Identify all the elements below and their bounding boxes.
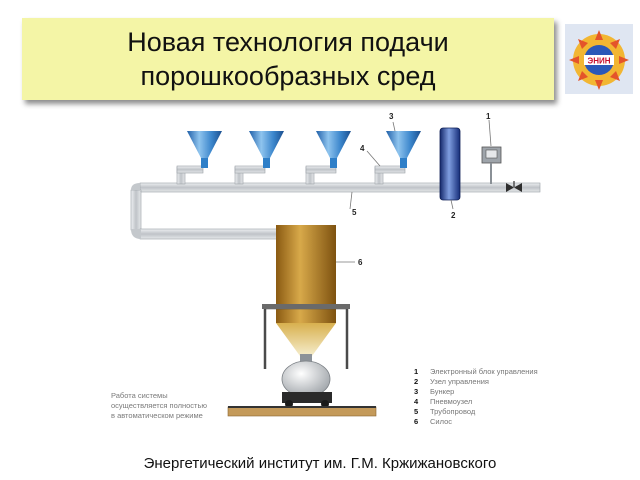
legend: 1 Электронный блок управления 2 Узел упр… [414,367,538,426]
legend-label: Пневмоузел [430,397,472,406]
institute-sun-logo-icon: ЭНИН [565,24,633,94]
hopper [386,131,421,168]
title-line-1: Новая технология подачи [127,27,449,57]
legend-number: 4 [414,397,419,406]
legend-number: 1 [414,367,418,376]
ground-slab [227,406,377,417]
hopper [316,131,351,168]
legend-number: 6 [414,417,418,426]
hopper [187,131,222,168]
pipeline [130,165,541,240]
feeder-pump [281,354,332,408]
callout-1: 1 [486,112,491,121]
title-line-2: порошкообразных сред [140,61,436,91]
automation-note: Работа системы осуществляется полностью … [111,391,207,420]
valve-icon [506,181,522,192]
note-line: в автоматическом режиме [111,411,203,420]
legend-number: 2 [414,377,418,386]
note-line: Работа системы [111,391,168,400]
electronic-control-unit [481,146,502,184]
legend-label: Узел управления [430,377,489,386]
title-banner: Новая технология подачи порошкообразных … [22,18,554,100]
callout-6: 6 [358,258,363,267]
hopper [249,131,284,168]
callout-4: 4 [360,144,365,153]
legend-label: Электронный блок управления [430,367,538,376]
legend-label: Силос [430,417,452,426]
callout-5: 5 [352,208,357,217]
callout-2: 2 [451,211,456,220]
callout-3: 3 [389,112,394,121]
note-line: осуществляется полностью [111,401,207,410]
footer-institute-name: Энергетический институт им. Г.М. Кржижан… [143,455,497,472]
control-node [439,127,461,201]
silo [276,225,336,356]
legend-label: Бункер [430,387,454,396]
legend-number: 3 [414,387,418,396]
legend-number: 5 [414,407,418,416]
logo-text: ЭНИН [588,57,611,66]
legend-label: Трубопровод [430,407,476,416]
